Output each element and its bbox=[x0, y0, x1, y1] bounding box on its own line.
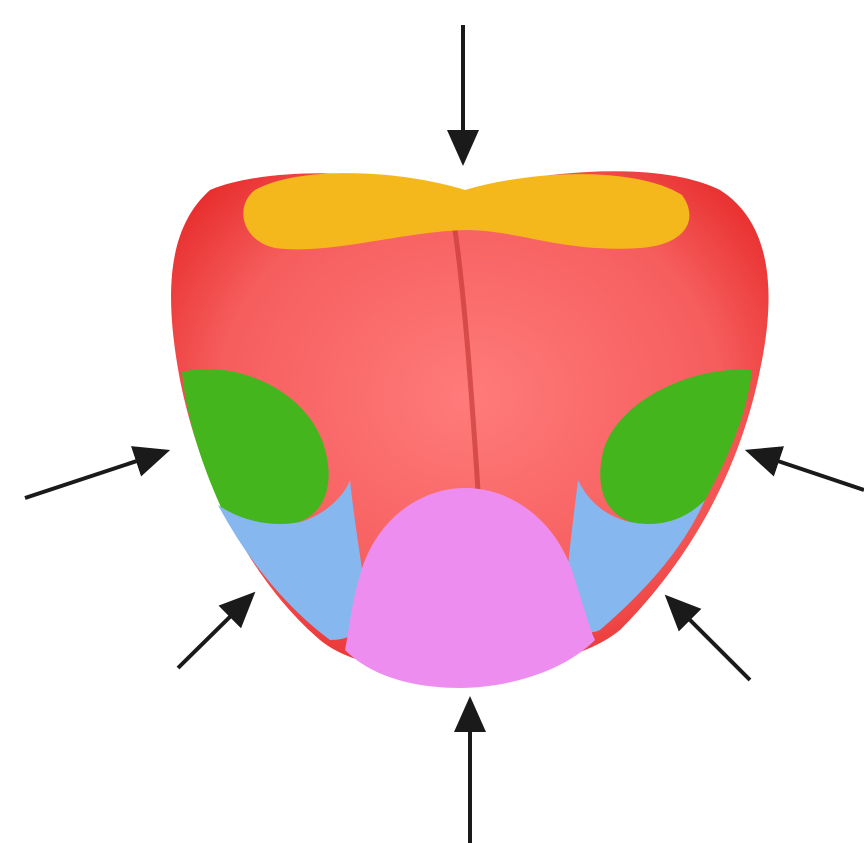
arrow-right-lower bbox=[676, 606, 750, 680]
arrow-left-upper bbox=[25, 455, 155, 498]
arrow-left-lower bbox=[178, 603, 244, 668]
arrow-right-upper bbox=[760, 455, 864, 490]
